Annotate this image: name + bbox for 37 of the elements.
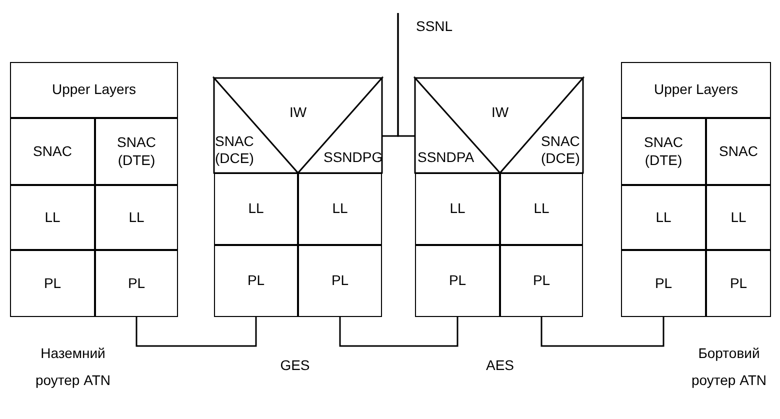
connector-line xyxy=(136,317,257,347)
protocol-layer-box: PL xyxy=(95,250,178,317)
layer-label: IW xyxy=(290,104,307,122)
protocol-layer-box: PL xyxy=(500,245,583,317)
protocol-layer-box: LL xyxy=(298,173,382,245)
protocol-layer-box: PL xyxy=(706,250,771,317)
station-caption: AES xyxy=(484,356,515,375)
connector-line xyxy=(339,317,458,347)
protocol-layer-box: SNAC xyxy=(706,118,771,185)
protocol-layer-box: Upper Layers xyxy=(10,62,178,118)
protocol-layer-box: LL xyxy=(214,173,298,245)
protocol-layer-box: LL xyxy=(95,185,178,250)
layer-label: SSNDPG xyxy=(324,149,383,166)
layer-label: IW xyxy=(492,104,509,122)
protocol-layer-box: PL xyxy=(214,245,298,317)
protocol-layer-box: LL xyxy=(500,173,583,245)
protocol-layer-box: PL xyxy=(415,245,500,317)
protocol-layer-box: SNAC (DTE) xyxy=(621,118,706,185)
station-caption: Бортовий роутер ATN xyxy=(690,344,768,390)
protocol-layer-box: PL xyxy=(298,245,382,317)
station-caption: Наземний роутер ATN xyxy=(34,344,112,390)
layer-label: SNAC (DCE) xyxy=(215,132,255,168)
layer-label: SSNDPA xyxy=(418,149,474,166)
connector-line xyxy=(540,317,664,347)
protocol-layer-box: LL xyxy=(415,173,500,245)
connector-line xyxy=(397,13,415,137)
protocol-layer-box: LL xyxy=(621,185,706,250)
protocol-layer-box: Upper Layers xyxy=(621,62,771,118)
protocol-layer-box: LL xyxy=(10,185,95,250)
station-caption: GES xyxy=(279,356,311,375)
protocol-layer-box: PL xyxy=(621,250,706,317)
protocol-layer-box: SNAC xyxy=(10,118,95,185)
protocol-layer-box: LL xyxy=(706,185,771,250)
protocol-layer-box: PL xyxy=(10,250,95,317)
layer-label: SNAC (DCE) xyxy=(541,132,581,168)
interface-label: SSNL xyxy=(416,18,453,34)
protocol-layer-box: SNAC (DTE) xyxy=(95,118,178,185)
